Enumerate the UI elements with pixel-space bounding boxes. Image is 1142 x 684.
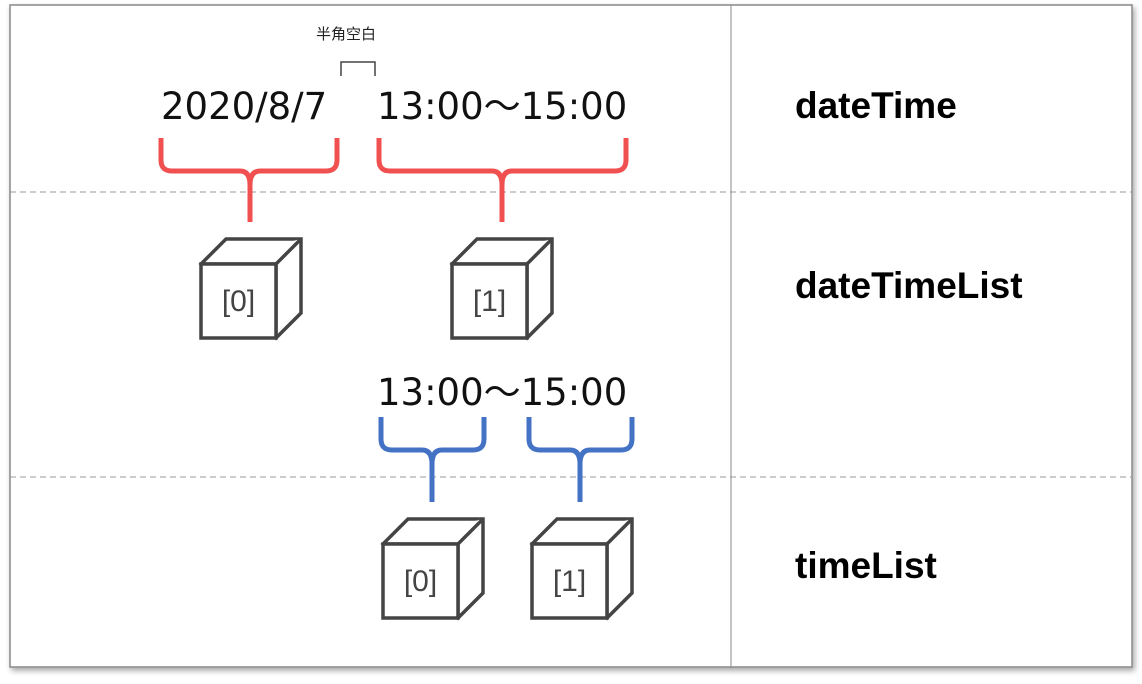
time-range-brace [376,138,629,222]
date-time-list-item-1: [1] [449,237,554,341]
space-bracket [340,61,376,76]
index-label: [1] [473,285,506,318]
date-time-list-item-0: [0] [198,237,303,341]
half-width-space-note: 半角空白 [316,25,376,43]
date-brace [158,138,340,222]
time-range-text: 13:00〜15:00 [377,85,627,128]
end-time-brace [526,417,635,502]
label-date-time-list: dateTimeList [795,265,1023,306]
date-text: 2020/8/7 [161,85,327,128]
start-time-brace [378,417,487,502]
index-label: [0] [404,565,437,598]
index-label: [1] [553,565,586,598]
index-label: [0] [222,285,255,318]
label-time-list: timeList [795,545,937,586]
label-date-time: dateTime [795,85,957,126]
split-time-range-text: 13:00〜15:00 [377,371,627,414]
time-list-item-0: [0] [380,517,485,621]
time-list-item-1: [1] [529,517,634,621]
